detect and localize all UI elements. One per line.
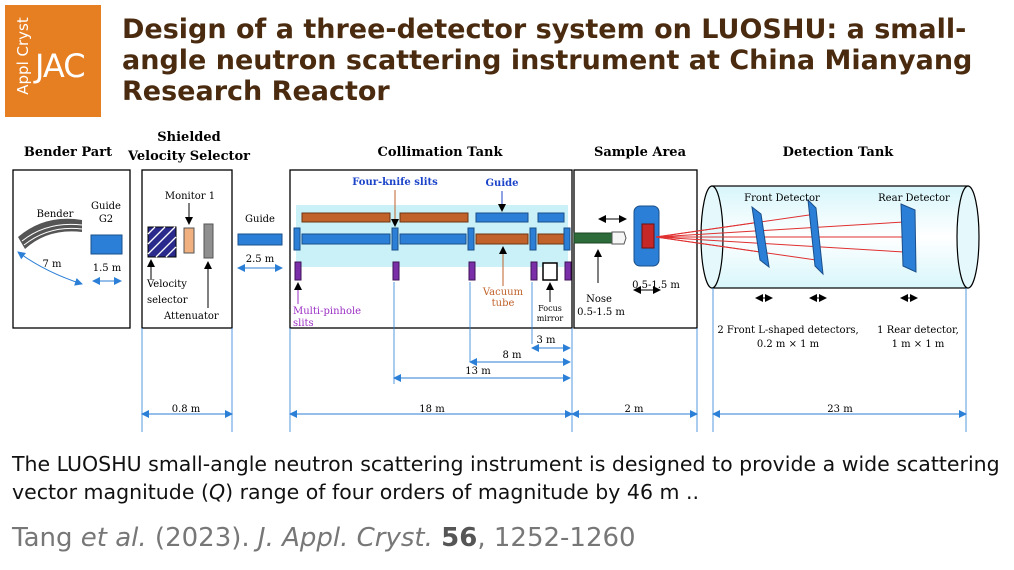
label-vacuum-line1: Vacuum — [482, 287, 524, 298]
journal-logo: Appl Cryst JAC — [5, 5, 101, 117]
label-four-knife-slits: Four-knife slits — [352, 177, 438, 188]
label-guide-blue: Guide — [486, 178, 519, 189]
guide-g2 — [90, 234, 123, 255]
logo-vertical-text: Appl Cryst — [14, 17, 32, 95]
label-7m: 7 m — [42, 259, 62, 270]
abstract-q-symbol: Q — [208, 480, 226, 504]
label-2-5m: 2.5 m — [246, 254, 275, 265]
abstract-text: The LUOSHU small-angle neutron scatterin… — [12, 450, 1007, 506]
citation-journal: J. Appl. Cryst. — [257, 523, 433, 553]
label-nose-line2: 0.5-1.5 m — [577, 307, 625, 318]
nose — [573, 232, 613, 244]
label-2m: 2 m — [624, 404, 644, 415]
monitor-1 — [183, 227, 195, 254]
label-monitor: Monitor 1 — [165, 191, 215, 202]
label-multi-pinhole-line2: slits — [293, 318, 314, 329]
guide-segment — [237, 233, 283, 246]
label-18m: 18 m — [419, 404, 445, 415]
label-1-5m: 1.5 m — [93, 263, 122, 274]
label-focus-line2: mirror — [537, 314, 564, 323]
collimation-tank-frame — [289, 169, 573, 329]
guide-blue-upper — [475, 212, 529, 223]
heading-sample-area: Sample Area — [594, 145, 687, 160]
label-vacuum-line2: tube — [492, 298, 515, 309]
front-detector-2 — [807, 198, 824, 276]
label-guide: Guide — [245, 214, 275, 225]
nose-tip — [611, 231, 627, 245]
dim-arrow-7m — [17, 251, 83, 286]
velocity-selector-frame — [141, 169, 233, 329]
label-bender: Bender — [37, 209, 74, 220]
velocity-selector-stripes — [147, 226, 177, 258]
label-8m: 8 m — [502, 350, 522, 361]
guide-blue-upper-small — [537, 212, 565, 223]
label-velocity-selector-line2: selector — [147, 295, 188, 306]
label-rear-desc-line2: 1 m × 1 m — [892, 339, 945, 350]
label-23m: 23 m — [827, 404, 853, 415]
heading-detection-tank: Detection Tank — [783, 145, 895, 160]
citation-pages: , 1252-1260 — [477, 523, 636, 553]
front-detector-1 — [751, 205, 770, 269]
instrument-diagram: Bender Part Shielded Velocity Selector C… — [0, 122, 1014, 444]
label-front-detector: Front Detector — [744, 193, 820, 204]
citation-year: (2023). — [146, 523, 258, 553]
article-title[interactable]: Design of a three-detector system on LUO… — [122, 14, 973, 107]
label-attenuator: Attenuator — [163, 311, 219, 322]
bender-part-frame — [12, 169, 131, 329]
four-knife-slits — [293, 227, 571, 251]
label-front-desc-line1: 2 Front L-shaped detectors, — [717, 325, 858, 336]
abstract-part-2: ) range of four orders of magnitude by 4… — [225, 480, 700, 504]
sample-box — [641, 223, 655, 249]
vacuum-tubes — [475, 233, 565, 245]
attenuator — [203, 223, 214, 259]
label-0-8m: 0.8 m — [172, 404, 201, 415]
multi-pinhole-slits — [294, 261, 572, 281]
citation-et-al: et al. — [80, 523, 147, 553]
citation-volume: 56 — [441, 523, 478, 553]
bender-icon — [18, 218, 83, 249]
label-guide-g2-line2: G2 — [99, 214, 113, 225]
citation[interactable]: Tang et al. (2023). J. Appl. Cryst. 56, … — [12, 523, 636, 553]
label-sample-range: 0.5-1.5 m — [632, 280, 680, 291]
label-velocity-selector-line1: Velocity — [146, 279, 187, 290]
label-3m: 3 m — [536, 335, 556, 346]
rear-detector — [900, 203, 917, 273]
upper-guides — [301, 212, 469, 223]
sample-area-frame — [573, 169, 698, 329]
heading-collimation-tank: Collimation Tank — [378, 145, 504, 160]
label-rear-detector: Rear Detector — [878, 193, 950, 204]
label-guide-g2-line1: Guide — [91, 201, 121, 212]
heading-shielded: Shielded — [157, 130, 220, 145]
label-front-desc-line2: 0.2 m × 1 m — [757, 339, 820, 350]
scattering-beam — [655, 213, 910, 261]
label-focus-line1: Focus — [538, 304, 562, 313]
lower-guides — [301, 233, 467, 245]
citation-authors: Tang — [12, 523, 81, 553]
dimension-arrows — [141, 344, 967, 418]
logo-main-text: JAC — [35, 47, 86, 85]
label-13m: 13 m — [465, 366, 491, 377]
heading-velocity-selector: Velocity Selector — [127, 149, 250, 164]
abstract-part-1: The LUOSHU small-angle neutron scatterin… — [12, 452, 1000, 504]
detection-tank-rear-cap — [956, 185, 980, 289]
label-nose-line1: Nose — [586, 294, 612, 305]
focus-mirror — [542, 262, 558, 281]
label-multi-pinhole-line1: Multi-pinhole — [293, 306, 361, 317]
label-rear-desc-line1: 1 Rear detector, — [877, 325, 959, 336]
heading-bender-part: Bender Part — [24, 145, 112, 160]
